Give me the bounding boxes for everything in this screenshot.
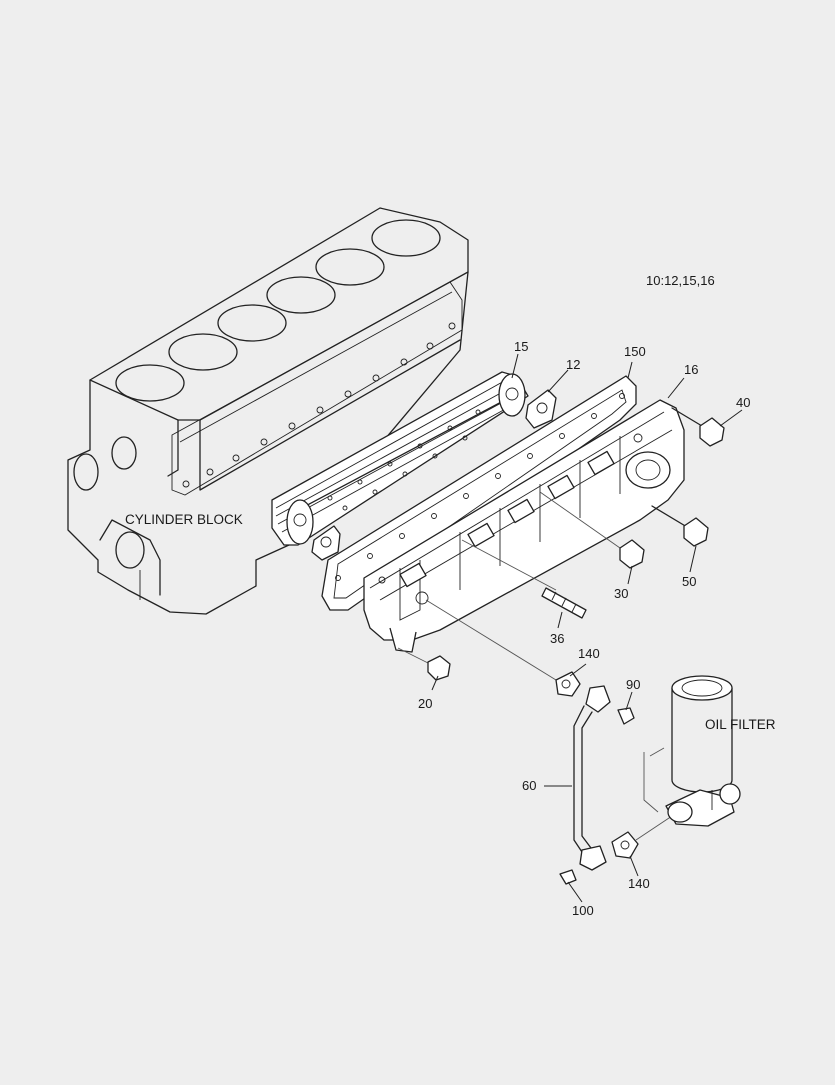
callout-20: 20 [418,696,432,711]
callout-30: 30 [614,586,628,601]
callout-12: 12 [566,357,580,372]
callout-60: 60 [522,778,536,793]
bolt-50 [651,505,709,547]
small-gasket-12 [311,389,557,561]
oil-cooler-core [271,371,529,546]
oil-tube-assembly [425,599,673,885]
bolt-30 [539,491,645,569]
callouts: 15 12 150 16 40 30 50 36 20 140 90 60 14… [418,339,750,918]
callout-16: 16 [684,362,698,377]
callout-50: 50 [682,574,696,589]
callout-15: 15 [514,339,528,354]
bolt-40 [671,407,725,447]
stud-36 [461,539,587,619]
callout-100: 100 [572,903,594,918]
oil-filter-label: OIL FILTER [705,717,776,732]
callout-40: 40 [736,395,750,410]
oil-filter-drawing [643,675,741,827]
callout-140-top: 140 [578,646,600,661]
cylinder-block-label: CYLINDER BLOCK [125,512,243,527]
callout-140-bottom: 140 [628,876,650,891]
oil-cooler-cover-16 [363,399,685,653]
cover-gasket-150 [321,375,637,611]
reference-code: 10:12,15,16 [646,273,715,288]
callout-36: 36 [550,631,564,646]
callout-150: 150 [624,344,646,359]
callout-90: 90 [626,677,640,692]
bolt-20 [397,647,451,681]
